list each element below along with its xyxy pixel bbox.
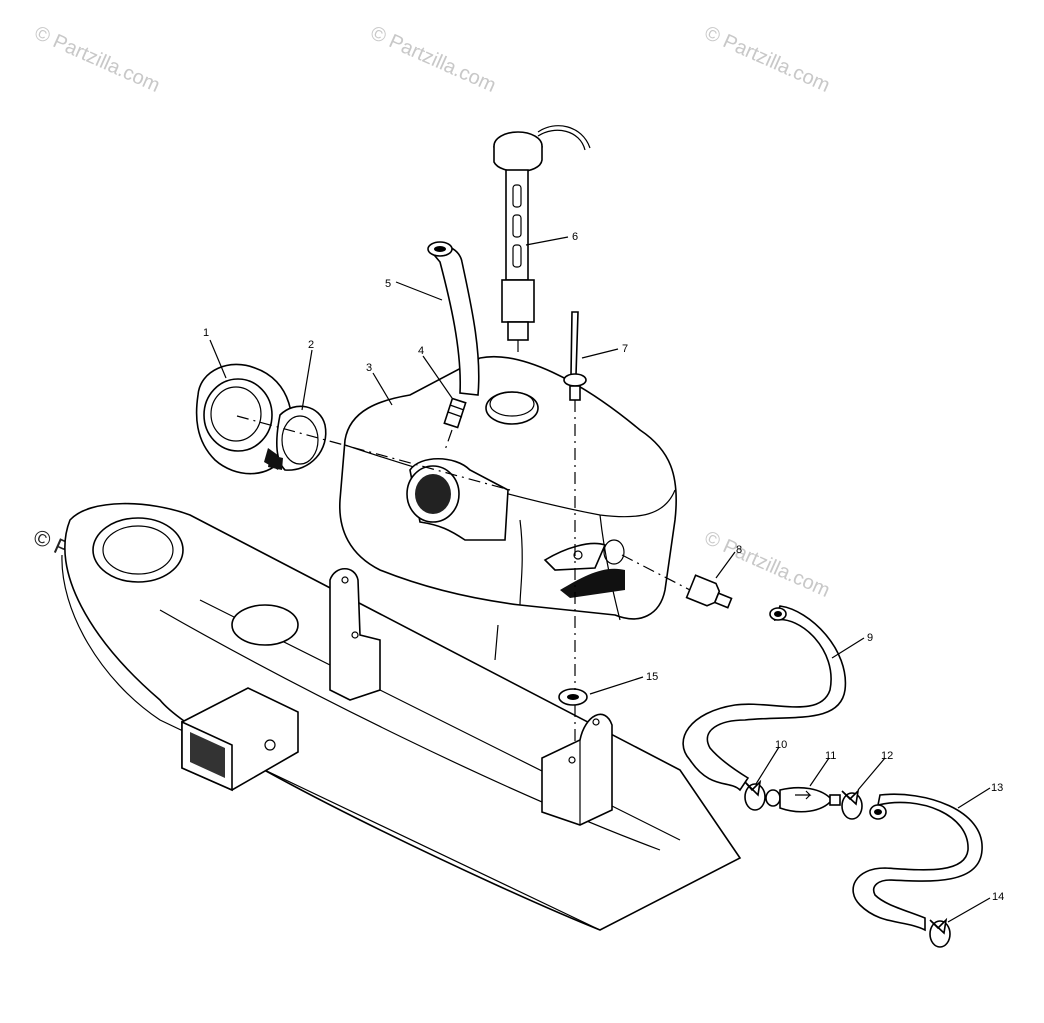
callout-5: 5: [385, 278, 391, 290]
frame-rail: [61, 502, 742, 931]
fuel-hose-upper: [682, 605, 847, 792]
callout-6: 6: [572, 231, 578, 243]
callout-10: 10: [775, 739, 787, 751]
callout-14: 14: [992, 891, 1004, 903]
vent-hose: [427, 241, 480, 396]
callout-1: 1: [203, 327, 209, 339]
callout-3: 3: [366, 362, 372, 374]
callout-2: 2: [308, 339, 314, 351]
hose-clamp: [929, 917, 951, 948]
tank-cap: [195, 363, 293, 475]
washer: [558, 688, 588, 706]
vent-rod: [563, 311, 587, 401]
fuel-sender: [493, 125, 591, 341]
fuel-tank: [339, 356, 678, 621]
callout-11: 11: [825, 750, 836, 762]
outlet-fitting: [685, 574, 733, 609]
callout-4: 4: [418, 345, 424, 357]
callout-8: 8: [736, 544, 742, 556]
callout-7: 7: [622, 343, 628, 355]
callout-12: 12: [881, 750, 893, 762]
hose-clamp: [841, 788, 863, 820]
callout-9: 9: [867, 632, 873, 644]
assembly-centerlines: [236, 340, 691, 745]
fuel-hose-lower: [852, 793, 983, 932]
fuel-filter: [765, 786, 841, 813]
callout-13: 13: [991, 782, 1003, 794]
cap-gasket: [268, 405, 327, 471]
callout-15: 15: [646, 671, 658, 683]
vent-fitting: [443, 397, 467, 429]
hose-clamp: [744, 779, 766, 811]
callouts: 1 2 3 4 5 6 7 8 9 10 11 12 13 14 15: [203, 231, 1004, 923]
